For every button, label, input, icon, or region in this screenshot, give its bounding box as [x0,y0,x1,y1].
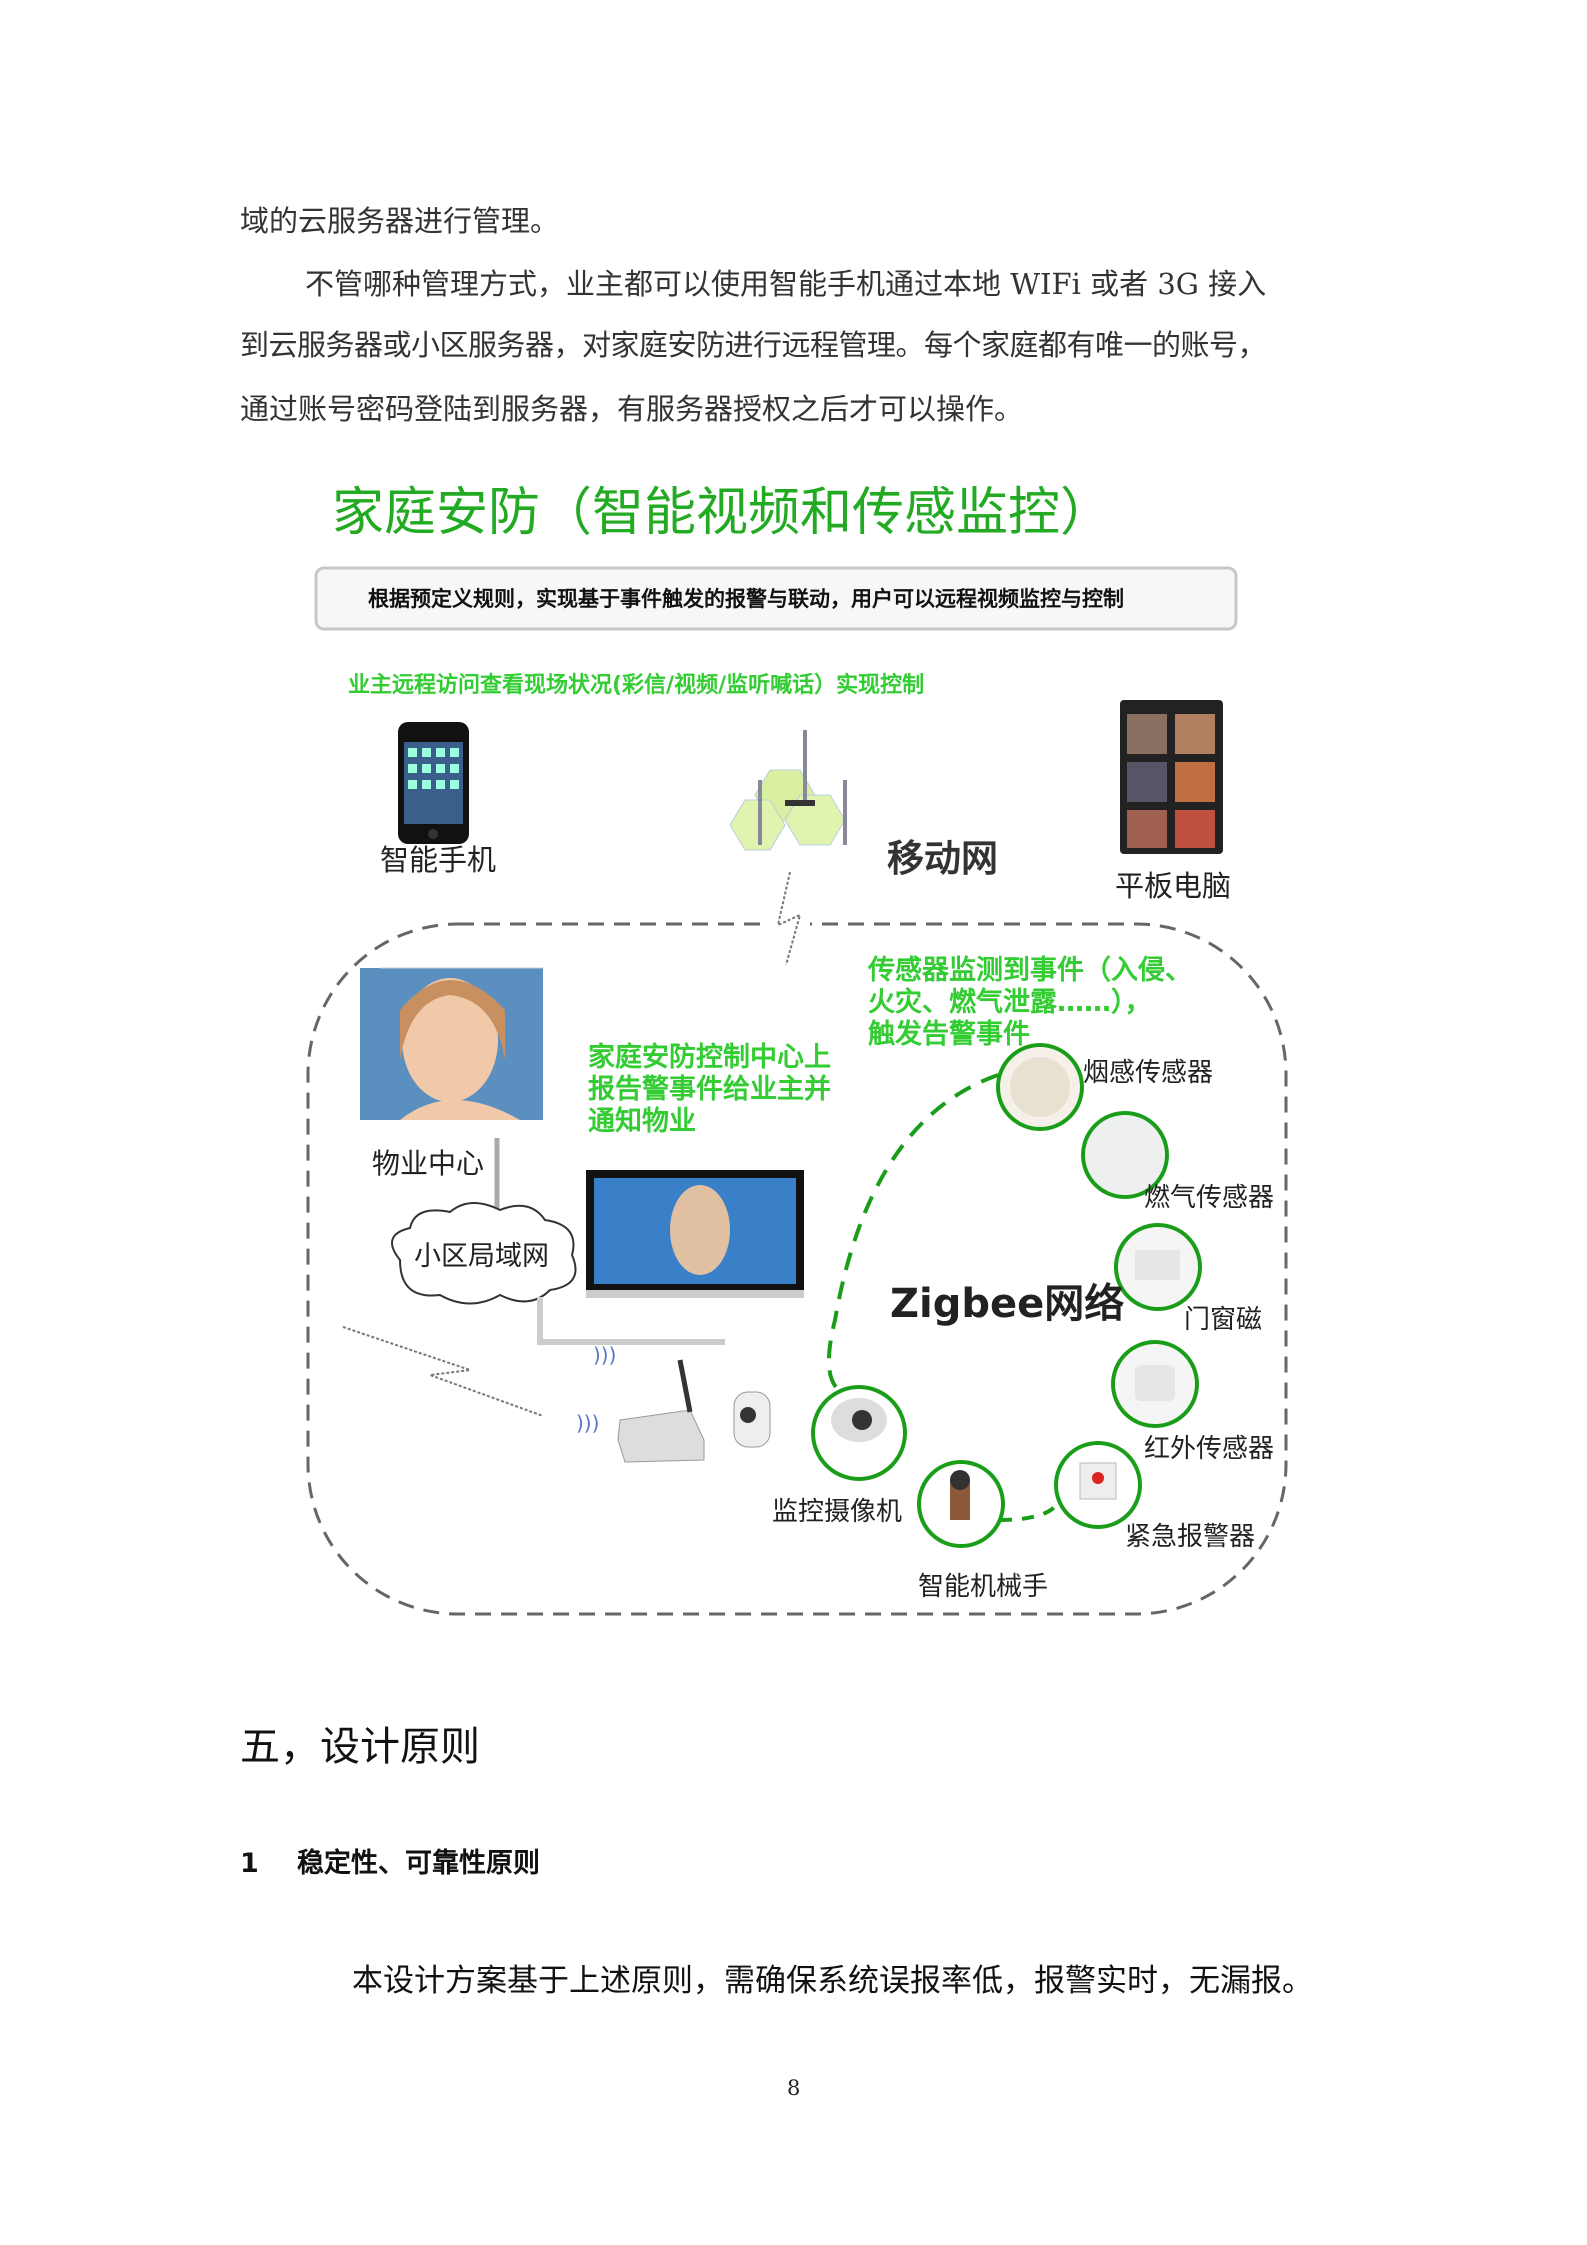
caption-line: 通知物业 [588,1106,696,1137]
wifi-signal-icon: ))) [593,1343,616,1367]
zigbee-label: Zigbee网络 [890,1281,1125,1327]
wireless-link-icon [342,1326,544,1417]
zigbee-link [826,1073,999,1394]
control-center-caption: 家庭安防控制中心上 报告警事件给业主并 通知物业 [588,1042,831,1138]
remote-access-caption: 业主远程访问查看现场状况(彩信/视频/监听喊话）实现控制 [348,673,925,698]
caption-line: 报告警事件给业主并 [588,1074,831,1105]
tablet-label: 平板电脑 [1115,869,1232,903]
tablet-icon [1120,700,1223,854]
property-center-label: 物业中心 [372,1147,485,1180]
wifi-signal-icon: ))) [576,1411,599,1435]
paragraph-line: 到云服务器或小区服务器，对家庭安防进行远程管理。每个家庭都有唯一的账号， [240,328,1267,362]
cell-tower-icon [729,730,847,851]
subsection-title: 稳定性、可靠性原则 [297,1848,540,1879]
manipulator-label: 智能机械手 [918,1572,1049,1602]
sensor-event-caption: 传感器监测到事件（入侵、 火灾、燃气泄露……）， 触发告警事件 [868,955,1192,1051]
camera-label: 监控摄像机 [772,1497,903,1527]
caption-line: 传感器监测到事件（入侵、 [868,955,1192,986]
paragraph-line: 不管哪种管理方式，业主都可以使用智能手机通过本地 WIFi 或者 3G 接入 [305,267,1267,301]
caption-line: 火灾、燃气泄露……）， [868,987,1152,1018]
property-operator-photo [360,967,543,1120]
caption-line: 家庭安防控制中心上 [588,1042,831,1073]
smoke-sensor-label: 烟感传感器 [1083,1058,1214,1088]
paragraph-line: 域的云服务器进行管理。 [240,204,560,238]
smartphone-label: 智能手机 [380,843,497,877]
home-gateway-icon [733,1391,771,1448]
wireless-link-icon [776,871,802,966]
subsection-number: 1 [240,1848,259,1879]
mobile-network-label: 移动网 [887,837,998,880]
tv-monitor-icon [586,1170,804,1298]
cloud-icon [391,1202,577,1305]
diagram-title: 家庭安防（智能视频和传感监控） [332,483,1113,543]
door-magnet-label: 门窗磁 [1184,1305,1263,1335]
banner-text: 根据预定义规则，实现基于事件触发的报警与联动，用户可以远程视频监控与控制 [368,587,1124,611]
banner-box [314,566,1238,631]
smartphone-icon [398,722,469,844]
infrared-sensor-label: 红外传感器 [1144,1434,1275,1464]
gas-sensor-icon [1081,1111,1169,1199]
section-heading: 五，设计原则 [240,1724,480,1770]
caption-line: 触发告警事件 [868,1019,1030,1050]
paragraph-line: 通过账号密码登陆到服务器，有服务器授权之后才可以操作。 [240,392,1024,426]
section-body: 本设计方案基于上述原则，需确保系统误报率低，报警实时，无漏报。 [352,1963,1313,1999]
lan-label: 小区局域网 [414,1241,549,1272]
gas-sensor-label: 燃气传感器 [1144,1183,1275,1213]
router-icon [617,1359,705,1463]
emergency-alarm-label: 紧急报警器 [1125,1522,1256,1552]
page-number: 8 [787,2076,801,2100]
